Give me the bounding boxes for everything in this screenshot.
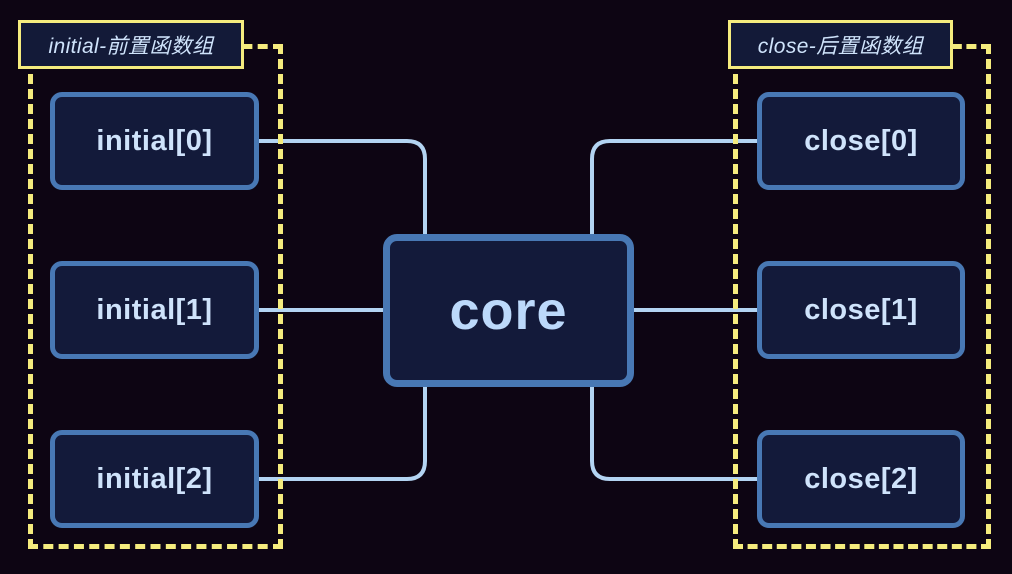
node-initial-2-label: initial[2] (96, 462, 213, 495)
node-close-1[interactable]: close[1] (757, 261, 965, 359)
node-close-0-label: close[0] (804, 124, 918, 157)
node-close-2[interactable]: close[2] (757, 430, 965, 528)
node-close-2-label: close[2] (804, 462, 918, 495)
node-close-1-label: close[1] (804, 293, 918, 326)
node-close-0[interactable]: close[0] (757, 92, 965, 190)
node-initial-1-label: initial[1] (96, 293, 213, 326)
node-core[interactable]: core (383, 234, 634, 387)
node-initial-2[interactable]: initial[2] (50, 430, 259, 528)
node-initial-1[interactable]: initial[1] (50, 261, 259, 359)
group-label-initial: initial-前置函数组 (18, 20, 244, 69)
node-initial-0-label: initial[0] (96, 124, 213, 157)
edge-initial0-core (259, 139, 427, 234)
group-label-close-text: close-后置函数组 (757, 34, 924, 58)
group-label-close: close-后置函数组 (728, 20, 953, 69)
node-initial-0[interactable]: initial[0] (50, 92, 259, 190)
edge-initial2-core (259, 387, 427, 481)
group-label-initial-text: initial-前置函数组 (48, 34, 214, 58)
node-core-label: core (449, 280, 568, 341)
